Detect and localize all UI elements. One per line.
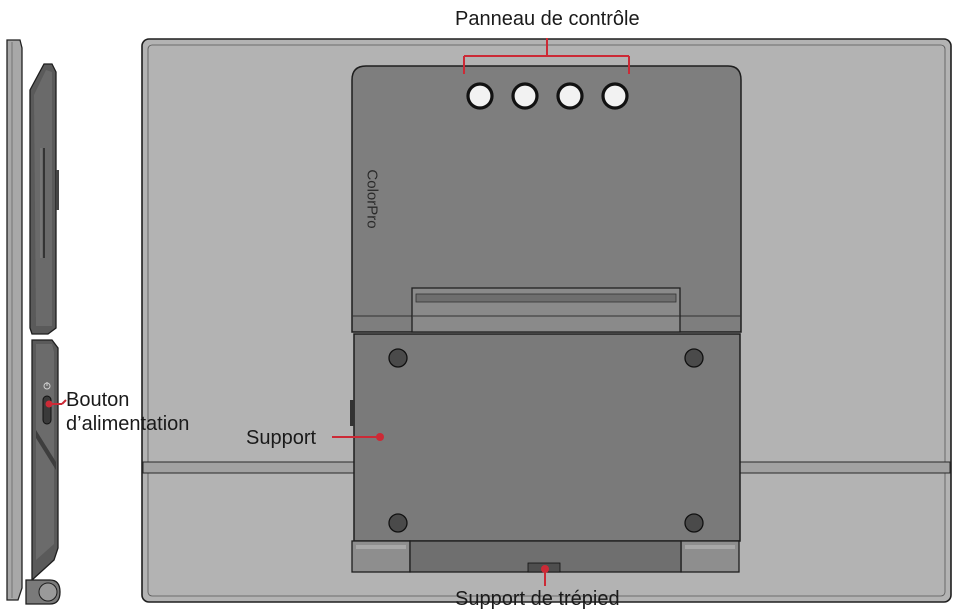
back-view: [141, 38, 952, 603]
tripod-mount-label: Support de trépied: [455, 588, 620, 610]
side-view: [6, 39, 67, 605]
power-button-label-line1: Bouton: [66, 389, 130, 411]
power-button-label-line2: d’alimentation: [66, 413, 190, 435]
brand-label: ColorPro: [363, 169, 381, 229]
control-panel-label: Panneau de contrôle: [455, 8, 640, 30]
stand-label: Support: [246, 427, 317, 449]
